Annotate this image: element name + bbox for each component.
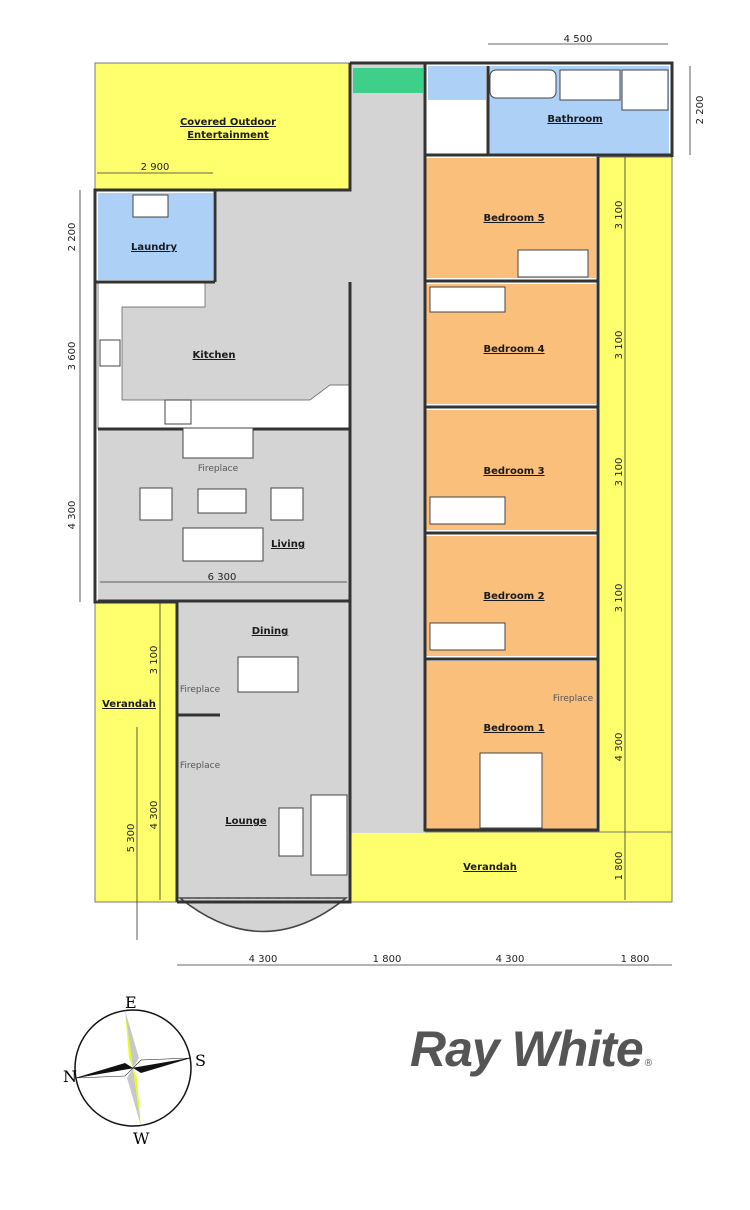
registered-mark: ® [644,1058,652,1069]
room-label-laundry: Laundry [131,242,177,253]
dim-laundry: 2 200 [67,223,78,252]
dim-bed1: 4 300 [614,733,625,762]
dim-bottom-1: 4 300 [249,954,278,965]
dim-bottom-4: 1 800 [621,954,650,965]
dim-dining: 3 100 [149,646,160,675]
dimension-lines [79,43,691,966]
brand-name: Ray White [410,1021,644,1077]
dim-verandah-depth: 1 800 [614,852,625,881]
room-label-bedroom2: Bedroom 2 [483,591,544,602]
room-label-lounge: Lounge [225,816,267,827]
compass-w: W [133,1129,150,1148]
dim-bottom-2: 1 800 [373,954,402,965]
walls [93,61,674,904]
fireplace-living-label: Fireplace [198,464,239,474]
toilet-room [428,66,486,100]
dim-bed3: 3 100 [614,458,625,487]
room-label-kitchen: Kitchen [193,350,236,361]
compass-s: S [195,1051,206,1070]
dim-living-height: 4 300 [67,501,78,530]
dim-bed5: 3 100 [614,201,625,230]
room-label-verandah-south: Verandah [463,862,517,873]
room-label-outdoor: Covered Outdoor [180,117,276,128]
room-label-bedroom5: Bedroom 5 [483,213,544,224]
verandah-east-area [596,156,673,903]
furniture [99,69,669,876]
room-label-verandah-west: Verandah [102,699,156,710]
dim-bed4: 3 100 [614,331,625,360]
compass-e: E [125,993,137,1012]
verandah-west-area [94,601,178,903]
compass-icon: N E S W [63,993,206,1148]
room-label-living: Living [271,539,305,550]
fireplace-lounge-label: Fireplace [180,761,221,771]
room-label-dining: Dining [252,626,289,637]
verandah-south-area [349,831,673,903]
fireplace-dining-label: Fireplace [180,685,221,695]
room-label-bedroom4: Bedroom 4 [483,344,544,355]
room-label-bedroom1: Bedroom 1 [483,723,544,734]
ray-white-logo: Ray White® [410,1020,652,1078]
dim-lounge-total: 5 300 [126,824,137,853]
compass-n: N [63,1067,77,1086]
room-label-bedroom3: Bedroom 3 [483,466,544,477]
dim-bathroom-width: 4 500 [564,34,593,45]
dim-lounge: 4 300 [149,801,160,830]
dim-bed2: 3 100 [614,584,625,613]
fireplace-bed1-label: Fireplace [553,694,594,704]
dim-kitchen: 3 600 [67,342,78,371]
room-label-outdoor-2: Entertainment [187,130,269,141]
room-label-bathroom: Bathroom [547,114,602,125]
dim-living-width: 6 300 [208,572,237,583]
dim-bottom-3: 4 300 [496,954,525,965]
dim-bathroom-height: 2 200 [695,96,706,125]
outdoor-areas [94,62,673,903]
covered-outdoor-area [94,62,351,191]
dim-outdoor-width: 2 900 [141,162,170,173]
